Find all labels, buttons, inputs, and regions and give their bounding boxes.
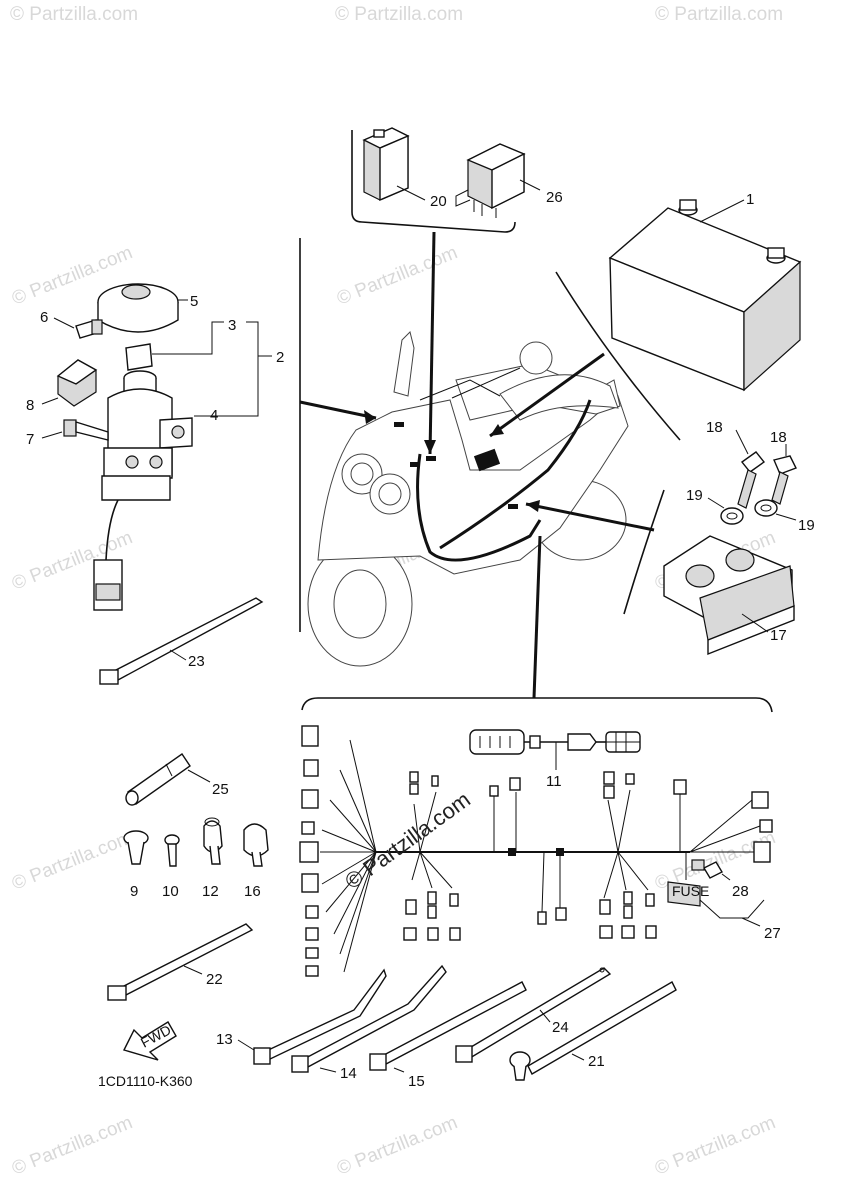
watermark: © Partzilla.com	[652, 1112, 779, 1179]
scooter-illustration	[299, 231, 681, 699]
part-17-ecu-bracket[interactable]	[663, 535, 795, 656]
part-28-fuse[interactable]	[691, 859, 723, 879]
callout-18: 18	[770, 429, 787, 446]
callout-26: 26	[546, 189, 563, 206]
main-switch-group: 5 6	[26, 283, 284, 611]
watermark: © Partzilla.com	[655, 4, 783, 25]
watermark: © Partzilla.com	[334, 1112, 461, 1179]
part-18-bolt-b[interactable]	[771, 455, 797, 505]
callout-19: 19	[686, 487, 703, 504]
callout-14: 14	[340, 1065, 357, 1082]
callout-4: 4	[210, 407, 218, 424]
ecu-group: 17 18 18 19 19	[663, 419, 815, 656]
callout-5: 5	[190, 293, 198, 310]
part-19-grommet-b[interactable]	[754, 499, 778, 517]
callout-20: 20	[430, 193, 447, 210]
watermark: © Partzilla.com	[9, 1112, 136, 1179]
watermark: © Partzilla.com	[9, 827, 136, 894]
callout-12: 12	[202, 883, 219, 900]
part-4-switch-body[interactable]	[93, 370, 193, 611]
callout-25: 25	[212, 781, 229, 798]
part-18-bolt-a[interactable]	[737, 451, 766, 509]
part-9-clip[interactable]	[123, 830, 149, 865]
part-27-fuse-box[interactable]: FUSE	[667, 852, 709, 907]
callout-27: 27	[764, 925, 781, 942]
part-20-relay[interactable]	[362, 127, 410, 202]
part-22-cable-tie[interactable]	[107, 923, 254, 1001]
callout-21: 21	[588, 1053, 605, 1070]
callout-1: 1	[746, 191, 754, 208]
callout-22: 22	[206, 971, 223, 988]
callout-3: 3	[228, 317, 236, 334]
watermark: © Partzilla.com	[335, 4, 463, 25]
part-25-grommet-tube[interactable]	[125, 753, 191, 806]
callout-24: 24	[552, 1019, 569, 1036]
part-13-cable-tie[interactable]	[253, 968, 387, 1065]
part-1-battery[interactable]	[608, 199, 802, 392]
part-3-key[interactable]	[125, 343, 153, 371]
callout-11: 11	[546, 773, 562, 790]
watermark: © Partzilla.com	[10, 4, 138, 25]
callout-18: 18	[706, 419, 723, 436]
callout-19: 19	[798, 517, 815, 534]
callout-13: 13	[216, 1031, 233, 1048]
part-15-cable-tie[interactable]	[369, 981, 527, 1071]
callout-28: 28	[732, 883, 749, 900]
part-11-sub-harness[interactable]	[469, 729, 641, 755]
part-7-bolt[interactable]	[63, 419, 109, 441]
main-wire-harness[interactable]	[299, 725, 773, 977]
watermark: © Partzilla.com	[334, 242, 461, 309]
part-26-relay[interactable]	[455, 143, 526, 218]
callout-10: 10	[162, 883, 179, 900]
callout-7: 7	[26, 431, 34, 448]
callout-15: 15	[408, 1073, 425, 1090]
callout-9: 9	[130, 883, 138, 900]
part-6-screw[interactable]	[75, 319, 103, 339]
relay-group: 20 26	[351, 127, 563, 233]
fwd-arrow-icon: FWD	[122, 1021, 177, 1061]
callout-16: 16	[244, 883, 261, 900]
part-16-clamp[interactable]	[243, 823, 269, 867]
callout-17: 17	[770, 627, 787, 644]
part-12-clamp[interactable]	[203, 817, 223, 865]
part-19-grommet-a[interactable]	[720, 507, 744, 525]
part-8-cover[interactable]	[56, 359, 98, 407]
part-24-cable-tie[interactable]	[455, 967, 612, 1063]
fuse-label: FUSE	[672, 883, 709, 899]
part-10-screw[interactable]	[164, 834, 180, 867]
part-5-cap[interactable]	[97, 283, 179, 333]
callout-23: 23	[188, 653, 205, 670]
callout-8: 8	[26, 397, 34, 414]
part-14-cable-tie[interactable]	[291, 964, 447, 1073]
callout-2: 2	[276, 349, 284, 366]
callout-6: 6	[40, 309, 48, 326]
part-21-cable-tie[interactable]	[509, 981, 677, 1081]
drawing-code: 1CD1110-K360	[98, 1073, 193, 1089]
part-23-cable-tie[interactable]	[99, 597, 264, 685]
watermark: © Partzilla.com	[340, 787, 475, 894]
